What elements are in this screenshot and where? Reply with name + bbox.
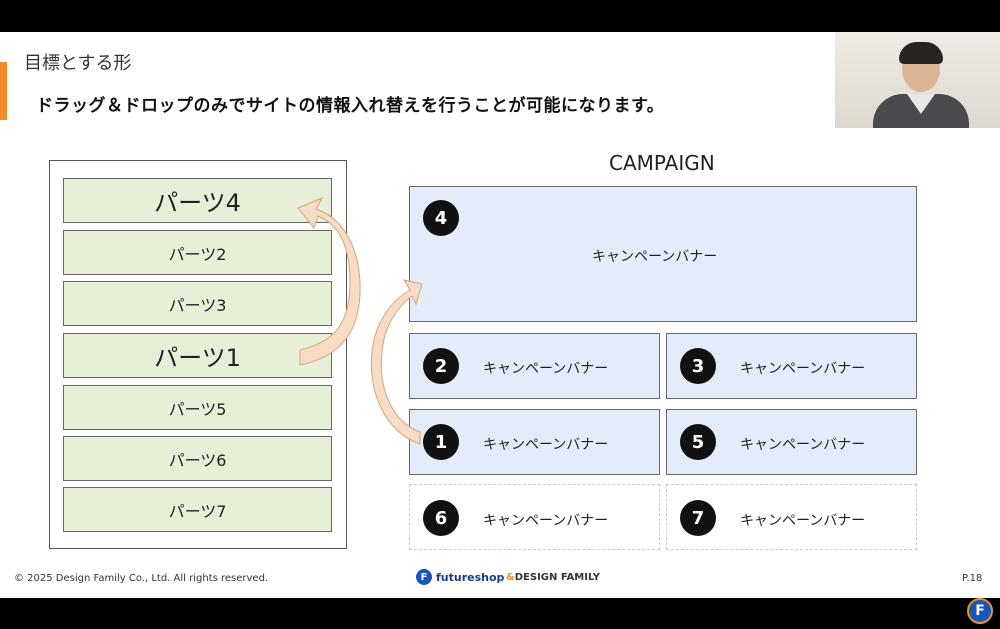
campaign-banner-empty-slot[interactable]: 7 キャンペーンバナー	[666, 484, 917, 550]
arrow-part1-to-top	[297, 196, 361, 366]
banner-number-badge: 1	[423, 424, 459, 460]
video-bottom-bar	[0, 598, 1000, 629]
part-item[interactable]: パーツ4	[63, 178, 332, 223]
banner-label: キャンペーンバナー	[483, 437, 609, 453]
design-family-logo-mark: &	[506, 572, 515, 583]
banner-number-badge: 4	[423, 200, 459, 236]
banner-label: キャンペーンバナー	[740, 513, 866, 529]
banner-label: キャンペーンバナー	[483, 513, 609, 529]
campaign-banner[interactable]: 2 キャンペーンバナー	[409, 333, 660, 399]
campaign-banner[interactable]: 3 キャンペーンバナー	[666, 333, 917, 399]
part-item[interactable]: パーツ7	[63, 487, 332, 532]
part-item[interactable]: パーツ5	[63, 385, 332, 430]
banner-label: キャンペーンバナー	[740, 361, 866, 377]
campaign-banner[interactable]: 1 キャンペーンバナー	[409, 409, 660, 475]
banner-label: キャンペーンバナー	[740, 437, 866, 453]
campaign-banner-empty-slot[interactable]: 6 キャンペーンバナー	[409, 484, 660, 550]
design-family-logo-text: DESIGN FAMILY	[514, 572, 600, 583]
drag-arrows	[297, 196, 423, 445]
futureshop-logo-icon: F	[416, 569, 432, 585]
futureshop-logo: F futureshop	[416, 569, 504, 585]
banner-number-badge: 3	[680, 348, 716, 384]
copyright-text: © 2025 Design Family Co., Ltd. All right…	[14, 573, 269, 584]
presenter-webcam	[835, 32, 1000, 128]
banner-label: キャンペーンバナー	[592, 249, 718, 265]
campaign-title: CAMPAIGN	[609, 151, 715, 175]
part-item[interactable]: パーツ1	[63, 333, 332, 378]
campaign-main-banner[interactable]: 4 キャンペーンバナー	[409, 186, 917, 322]
slide-title: 目標とする形	[24, 53, 132, 74]
arrow-banner1-to-main	[370, 279, 423, 445]
design-family-logo: &DESIGN FAMILY	[506, 572, 600, 583]
page-number: P.18	[962, 573, 983, 584]
banner-label: キャンペーンバナー	[483, 361, 609, 377]
part-item[interactable]: パーツ3	[63, 281, 332, 326]
futureshop-logo-text: futureshop	[436, 570, 505, 584]
video-top-bar	[0, 0, 1000, 32]
presentation-slide: 目標とする形 ドラッグ＆ドロップのみでサイトの情報入れ替えを行うことが可能になり…	[0, 32, 1000, 598]
part-item[interactable]: パーツ6	[63, 436, 332, 481]
futureshop-corner-icon: F	[967, 598, 993, 624]
banner-number-badge: 5	[680, 424, 716, 460]
banner-number-badge: 2	[423, 348, 459, 384]
banner-number-badge: 7	[680, 500, 716, 536]
slide-subtitle: ドラッグ＆ドロップのみでサイトの情報入れ替えを行うことが可能になります。	[36, 96, 665, 116]
banner-number-badge: 6	[423, 500, 459, 536]
part-item[interactable]: パーツ2	[63, 230, 332, 275]
title-accent-bar	[0, 62, 7, 120]
campaign-banner[interactable]: 5 キャンペーンバナー	[666, 409, 917, 475]
